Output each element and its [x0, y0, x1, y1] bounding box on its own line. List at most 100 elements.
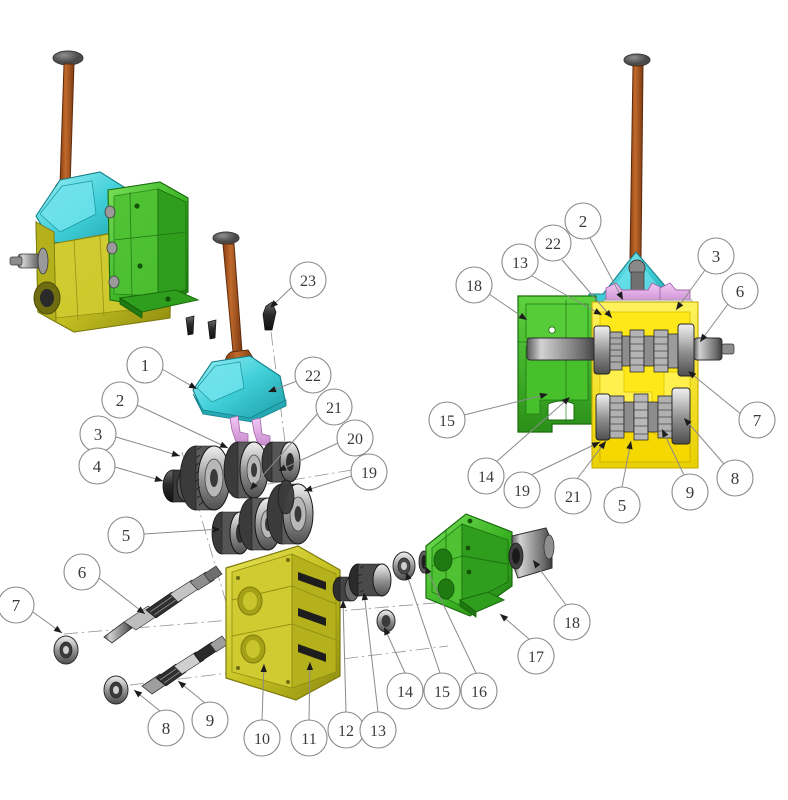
callout-22-section[interactable]: 22 [534, 224, 613, 319]
callout-7-exploded[interactable]: 7 [0, 586, 63, 634]
housing-bores [237, 586, 266, 664]
callout-6-section[interactable]: 6 [699, 272, 759, 343]
callout-21-exploded[interactable]: 21 [249, 388, 353, 491]
leader-arrowhead-icon [676, 301, 684, 310]
callout-bubble[interactable] [554, 477, 592, 515]
leader-arrowhead-icon [270, 300, 278, 308]
leader-line [561, 259, 613, 319]
callout-bubble[interactable] [359, 711, 397, 749]
leader-line [136, 404, 229, 449]
callout-5-exploded[interactable]: 5 [107, 516, 222, 554]
callout-1-exploded[interactable]: 1 [126, 346, 198, 390]
leader-arrowhead-icon [260, 664, 267, 673]
callout-bubble[interactable] [386, 672, 424, 710]
rear-housing-green-part [425, 513, 513, 618]
callout-bubble[interactable] [697, 237, 735, 275]
gear-19-part [277, 479, 295, 515]
callout-14-exploded[interactable]: 14 [383, 626, 424, 710]
callout-4-exploded[interactable]: 4 [78, 447, 164, 485]
callout-bubble[interactable] [534, 224, 572, 262]
callout-bubble[interactable] [107, 516, 145, 554]
callout-2-exploded[interactable]: 2 [101, 381, 229, 449]
callout-number: 3 [712, 247, 721, 266]
callout-number: 2 [116, 391, 125, 410]
callout-bubble[interactable] [501, 243, 539, 281]
callout-bubble[interactable] [564, 202, 602, 240]
callout-14-section[interactable]: 14 [467, 396, 571, 495]
callout-7-section[interactable]: 7 [687, 370, 776, 439]
callout-3-exploded[interactable]: 3 [79, 415, 181, 457]
callout-bubble[interactable] [671, 473, 709, 511]
callout-8-section[interactable]: 8 [683, 417, 754, 497]
callout-22-exploded[interactable]: 22 [267, 356, 332, 394]
callout-19-section[interactable]: 19 [503, 441, 601, 509]
leader-line [363, 591, 379, 713]
callout-bubble[interactable] [350, 453, 388, 491]
callout-13-exploded[interactable]: 13 [359, 591, 397, 749]
callout-13-section[interactable]: 13 [501, 243, 603, 316]
callout-bubble[interactable] [455, 266, 493, 304]
leader-line [675, 269, 706, 311]
callout-bubble[interactable] [517, 637, 555, 675]
callout-18-exploded[interactable]: 18 [532, 559, 591, 641]
callout-number: 7 [753, 411, 762, 430]
callout-bubble[interactable] [503, 471, 541, 509]
shift-cover-part [192, 231, 287, 447]
callout-bubble[interactable] [460, 672, 498, 710]
callout-bubble[interactable] [290, 719, 328, 757]
callout-bubble[interactable] [147, 709, 185, 747]
callout-17-exploded[interactable]: 17 [499, 613, 555, 675]
leader-line [383, 626, 406, 674]
callout-bubble[interactable] [721, 272, 759, 310]
callout-bubble[interactable] [126, 346, 164, 384]
callout-bubble[interactable] [423, 672, 461, 710]
leader-line [143, 528, 222, 535]
leader-line [277, 442, 339, 472]
housing-bolt-holes [236, 558, 290, 684]
callout-12-exploded[interactable]: 12 [327, 599, 365, 749]
callout-2-section[interactable]: 2 [564, 202, 624, 301]
shift-fork-pink [229, 415, 271, 447]
callout-15-exploded[interactable]: 15 [405, 571, 461, 710]
callout-bubble[interactable] [243, 719, 281, 757]
callout-18-section[interactable]: 18 [455, 266, 528, 321]
callout-5-section[interactable]: 5 [603, 440, 641, 524]
callout-number: 12 [338, 723, 354, 740]
callout-bubble[interactable] [0, 586, 35, 624]
callout-9-section[interactable]: 9 [661, 428, 709, 511]
callout-9-exploded[interactable]: 9 [177, 680, 229, 739]
callout-bubble[interactable] [428, 401, 466, 439]
callout-bubble[interactable] [294, 356, 332, 394]
callout-15-section[interactable]: 15 [428, 392, 549, 439]
callout-bubble[interactable] [78, 447, 116, 485]
callout-19-exploded[interactable]: 19 [303, 453, 388, 492]
leader-arrowhead-icon [616, 291, 623, 300]
callout-bubble[interactable] [191, 701, 229, 739]
callout-10-exploded[interactable]: 10 [243, 663, 281, 757]
callout-21-section[interactable]: 21 [554, 440, 607, 515]
callout-3-section[interactable]: 3 [675, 237, 735, 311]
callout-bubble[interactable] [467, 457, 505, 495]
callout-bubble[interactable] [716, 459, 754, 497]
leader-arrowhead-icon [219, 441, 228, 448]
callout-bubble[interactable] [738, 401, 776, 439]
callout-23-exploded[interactable]: 23 [269, 261, 327, 309]
callout-number: 4 [93, 457, 102, 476]
callout-bubble[interactable] [289, 261, 327, 299]
callout-number: 22 [305, 368, 321, 385]
leader-arrowhead-icon [700, 333, 708, 342]
callout-bubble[interactable] [553, 603, 591, 641]
callout-20-exploded[interactable]: 20 [277, 419, 374, 472]
callout-16-exploded[interactable]: 16 [424, 565, 498, 710]
callout-6-exploded[interactable]: 6 [63, 553, 146, 615]
callout-bubble[interactable] [315, 388, 353, 426]
callout-number: 11 [301, 731, 316, 748]
callout-11-exploded[interactable]: 11 [290, 661, 328, 757]
input-shaft-part [103, 565, 223, 644]
callout-bubble[interactable] [603, 486, 641, 524]
callout-8-exploded[interactable]: 8 [133, 689, 185, 747]
callout-bubble[interactable] [101, 381, 139, 419]
callout-bubble[interactable] [63, 553, 101, 591]
callout-number: 8 [731, 469, 740, 488]
callout-bubble[interactable] [336, 419, 374, 457]
